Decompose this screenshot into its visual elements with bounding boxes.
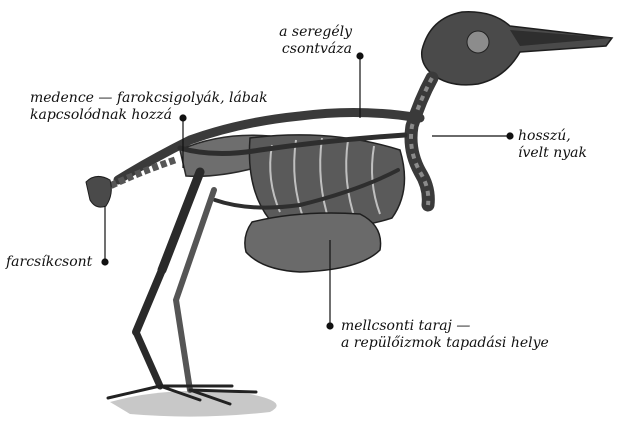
dot-skeleton (357, 53, 363, 59)
skull (422, 12, 612, 85)
dot-neck (507, 133, 513, 139)
label-neck-line2: ívelt nyak (518, 145, 587, 162)
dot-keel (327, 323, 333, 329)
label-pelvis-line1: medence — farokcsigolyák, lábak (30, 90, 268, 107)
tarsometatarsus (136, 332, 160, 386)
label-keel-line1: mellcsonti taraj — (341, 318, 549, 335)
pygostyle-bone (86, 176, 111, 207)
label-pygostyle-line1: farcsíkcsont (6, 254, 92, 271)
eye-orbit (467, 31, 489, 53)
tibiotarsus (136, 270, 162, 332)
label-keel-line2: a repülőizmok tapadási helye (341, 335, 549, 352)
label-keel: mellcsonti taraj — a repülőizmok tapadás… (341, 318, 549, 352)
label-pelvis-line2: kapcsolódnak hozzá (30, 107, 268, 124)
label-skeleton: a seregély csontváza (250, 24, 352, 58)
sternum-keel (245, 213, 381, 272)
label-pelvis: medence — farokcsigolyák, lábak kapcsoló… (30, 90, 268, 124)
label-neck-line1: hosszú, (518, 128, 587, 145)
label-skeleton-line1: a seregély (250, 24, 352, 41)
label-pygostyle: farcsíkcsont (6, 254, 92, 271)
label-neck: hosszú, ívelt nyak (518, 128, 587, 162)
label-skeleton-line2: csontváza (250, 41, 352, 58)
dot-pygostyle (102, 259, 108, 265)
ground-shadow (110, 391, 277, 417)
